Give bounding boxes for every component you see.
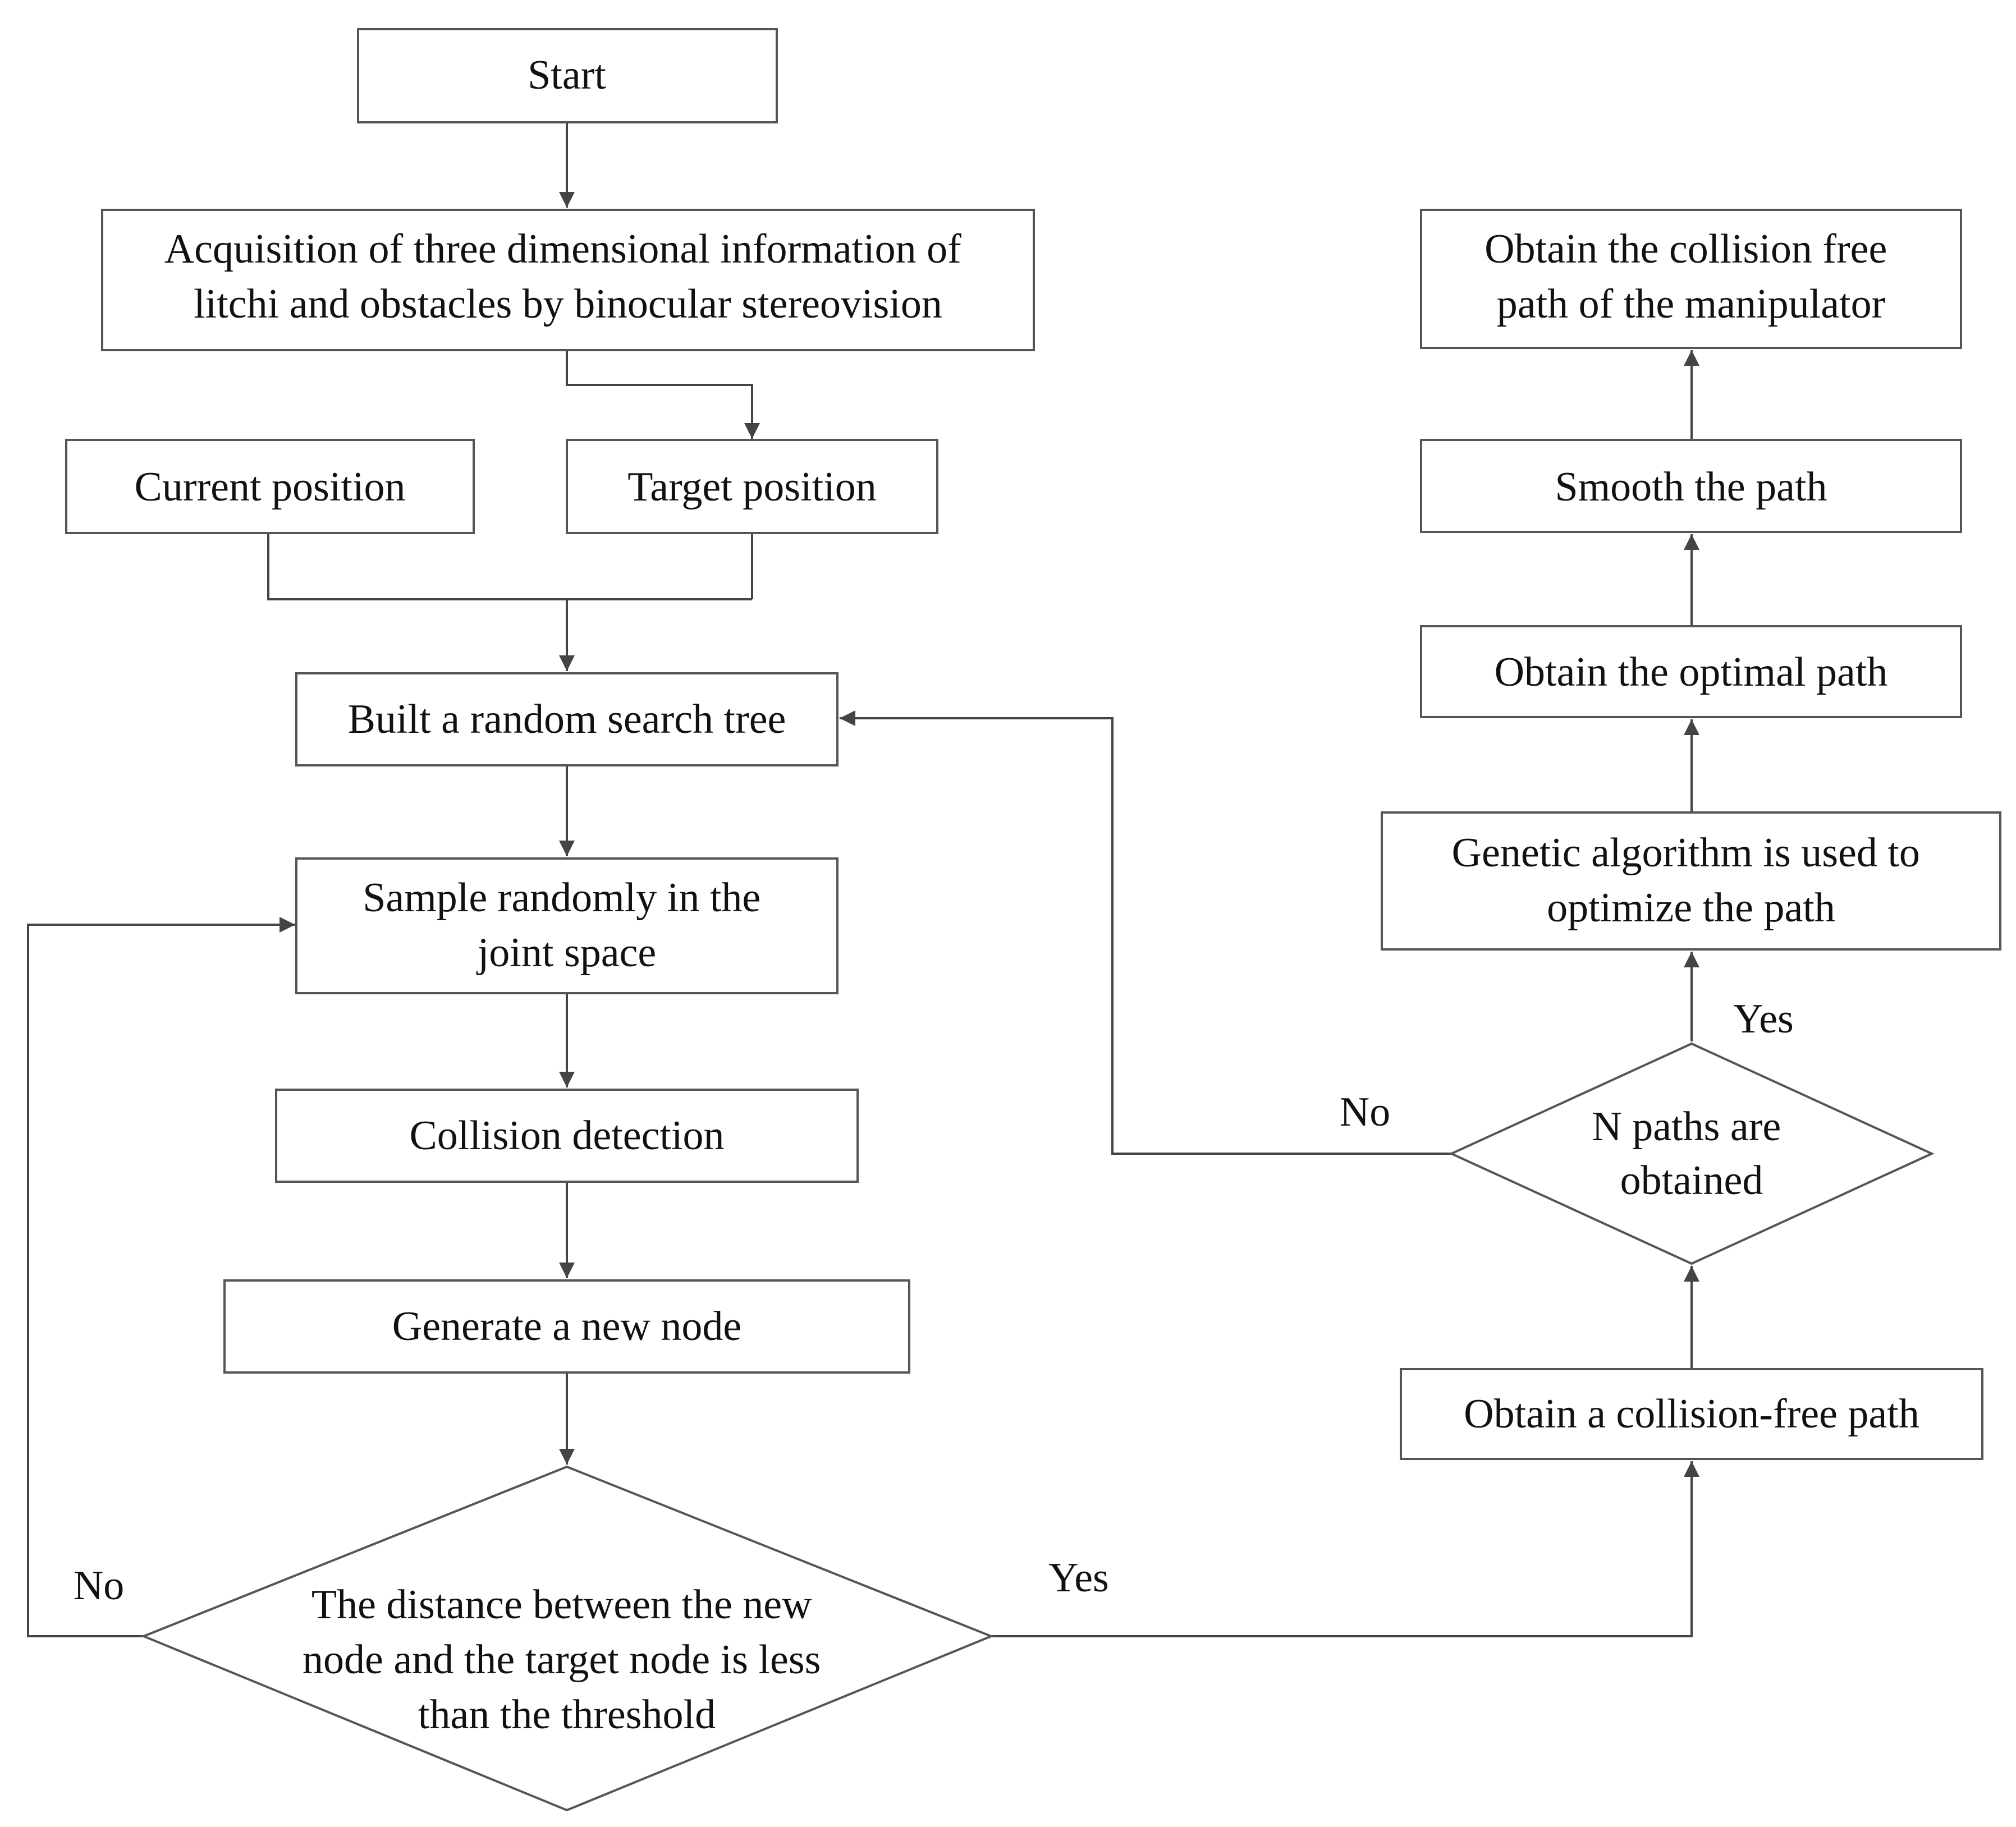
svg-text:Genetic algorithm is used to: Genetic algorithm is used to optimize th… (1452, 830, 1931, 931)
npaths-no-label: No (1340, 1089, 1390, 1135)
svg-text:Built a random search tree: Built a random search tree (348, 696, 786, 742)
smooth-label: Smooth the path (1555, 464, 1827, 510)
target-position-label: Target position (627, 464, 877, 510)
acquisition-label-line-2: litchi and obstacles by binocular stereo… (194, 281, 942, 327)
final-label-line-2: path of the manipulator (1497, 281, 1886, 327)
sample-label-line-2: joint space (476, 930, 657, 976)
n-paths-label-line-2: obtained (1620, 1158, 1763, 1204)
svg-text:Obtain a collision-free path: Obtain a collision-free path (1464, 1391, 1919, 1437)
distance-decision: The distance between the new node and th… (140, 1465, 995, 1812)
build-tree-box: Built a random search tree (295, 672, 839, 766)
n-paths-label-line-1: N paths are (1592, 1104, 1781, 1150)
arrow-distance-yes-to-collisionfree (991, 1461, 1699, 1637)
current-position-box: Current position (65, 439, 475, 534)
distance-label-line-1: The distance between the new (311, 1582, 812, 1628)
connectors (27, 122, 1699, 1637)
sample-label-line-1: Sample randomly in the (363, 875, 760, 921)
optimal-box: Obtain the optimal path (1420, 625, 1962, 718)
svg-text:Smooth the path: Smooth the path (1555, 464, 1827, 510)
svg-text:Sample randomly in the j: Sample randomly in the joint space (363, 875, 771, 976)
acquisition-label-line-1: Acquisition of three dimensional informa… (164, 226, 961, 272)
svg-text:N paths are obtained: N paths are obtained (1592, 1104, 1791, 1204)
distance-yes-label: Yes (1048, 1555, 1109, 1601)
collision-detection-label: Collision detection (409, 1113, 724, 1159)
distance-no-label: No (74, 1563, 124, 1609)
collision-free-label: Obtain a collision-free path (1464, 1391, 1919, 1437)
svg-text:Collision detection: Collision detection (409, 1113, 724, 1159)
final-box: Obtain the collision free path of the ma… (1420, 209, 1962, 349)
target-position-box: Target position (566, 439, 938, 534)
arrow-acquisition-to-target (566, 350, 760, 439)
collision-free-box: Obtain a collision-free path (1400, 1368, 1983, 1460)
start-label: Start (528, 52, 606, 98)
new-node-label: Generate a new node (392, 1303, 742, 1349)
svg-text:Obtain the optimal path: Obtain the optimal path (1495, 649, 1888, 695)
svg-text:Current position: Current position (134, 464, 405, 510)
arrow-distance-no-to-sample (27, 917, 295, 1637)
genetic-label-line-2: optimize the path (1547, 885, 1835, 931)
final-label-line-1: Obtain the collision free (1484, 226, 1887, 272)
svg-text:Target position: Target position (627, 464, 877, 510)
new-node-box: Generate a new node (223, 1279, 910, 1374)
line-current-to-merge (267, 533, 752, 600)
n-paths-decision: N paths are obtained (1449, 1042, 1935, 1265)
build-tree-label: Built a random search tree (348, 696, 786, 742)
distance-label-line-2: node and the target node is less (303, 1637, 821, 1683)
acquisition-box: Acquisition of three dimensional informa… (101, 209, 1035, 351)
start-box: Start (357, 28, 778, 123)
current-position-label: Current position (134, 464, 405, 510)
npaths-yes-label: Yes (1733, 996, 1794, 1042)
smooth-box: Smooth the path (1420, 439, 1962, 533)
svg-text:Generate a new node: Generate a new node (392, 1303, 742, 1349)
svg-text:Acquisition of three dimension: Acquisition of three dimensional informa… (164, 226, 972, 327)
optimal-label: Obtain the optimal path (1495, 649, 1888, 695)
svg-text:The distance between the new: The distance between the new node and th… (303, 1582, 831, 1738)
collision-detection-box: Collision detection (275, 1089, 859, 1183)
svg-text:Start: Start (528, 52, 606, 98)
sample-box: Sample randomly in the joint space (295, 857, 839, 994)
genetic-label-line-1: Genetic algorithm is used to (1452, 830, 1920, 876)
distance-label-line-3: than the threshold (418, 1692, 716, 1738)
svg-text:Obtain the collision free: Obtain the collision free path of the ma… (1484, 226, 1898, 327)
arrow-npaths-no-to-tree (840, 710, 1451, 1155)
genetic-box: Genetic algorithm is used to optimize th… (1381, 811, 2001, 951)
